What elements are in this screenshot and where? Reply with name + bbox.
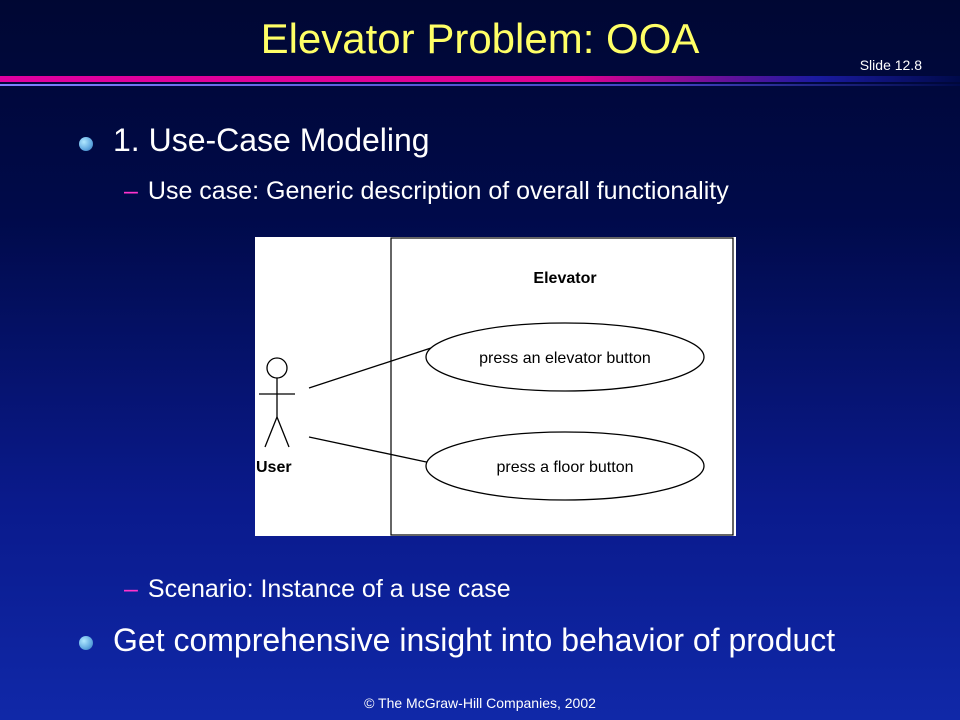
copyright-footer: © The McGraw-Hill Companies, 2002 — [364, 695, 596, 711]
system-label: Elevator — [533, 270, 596, 287]
slide-title: Elevator Problem: OOA — [260, 15, 700, 62]
association-line-2 — [308, 436, 432, 464]
actor-right-leg — [276, 416, 290, 448]
bullet-comprehensive-insight: Get comprehensive insight into behavior … — [113, 622, 836, 658]
title-divider-secondary — [0, 84, 960, 86]
use-case-label-2: press a floor button — [497, 459, 634, 476]
bullet-use-case-modeling: 1. Use-Case Modeling — [113, 122, 430, 158]
use-case-ellipse-1 — [425, 322, 705, 392]
sub-bullet-scenario: –Scenario: Instance of a use case — [124, 575, 511, 604]
dash-icon: – — [124, 575, 138, 603]
actor-left-leg — [264, 416, 278, 448]
sub-bullet-text: Scenario: Instance of a use case — [147, 575, 511, 603]
association-line-1 — [308, 347, 432, 389]
bullet-icon — [79, 137, 93, 151]
use-case-ellipse-2 — [425, 431, 705, 501]
dash-icon: – — [124, 177, 138, 205]
actor-label: User — [256, 459, 292, 476]
sub-bullet-use-case: –Use case: Generic description of overal… — [124, 177, 729, 206]
use-case-label-1: press an elevator button — [479, 350, 651, 367]
sub-bullet-text: Use case: Generic description of overall… — [147, 177, 729, 205]
title-divider — [0, 76, 960, 82]
actor-head — [266, 357, 288, 379]
bullet-icon — [79, 636, 93, 650]
use-case-diagram: Elevator User press an elevator button p… — [255, 237, 736, 536]
slide-number: Slide 12.8 — [859, 57, 922, 73]
